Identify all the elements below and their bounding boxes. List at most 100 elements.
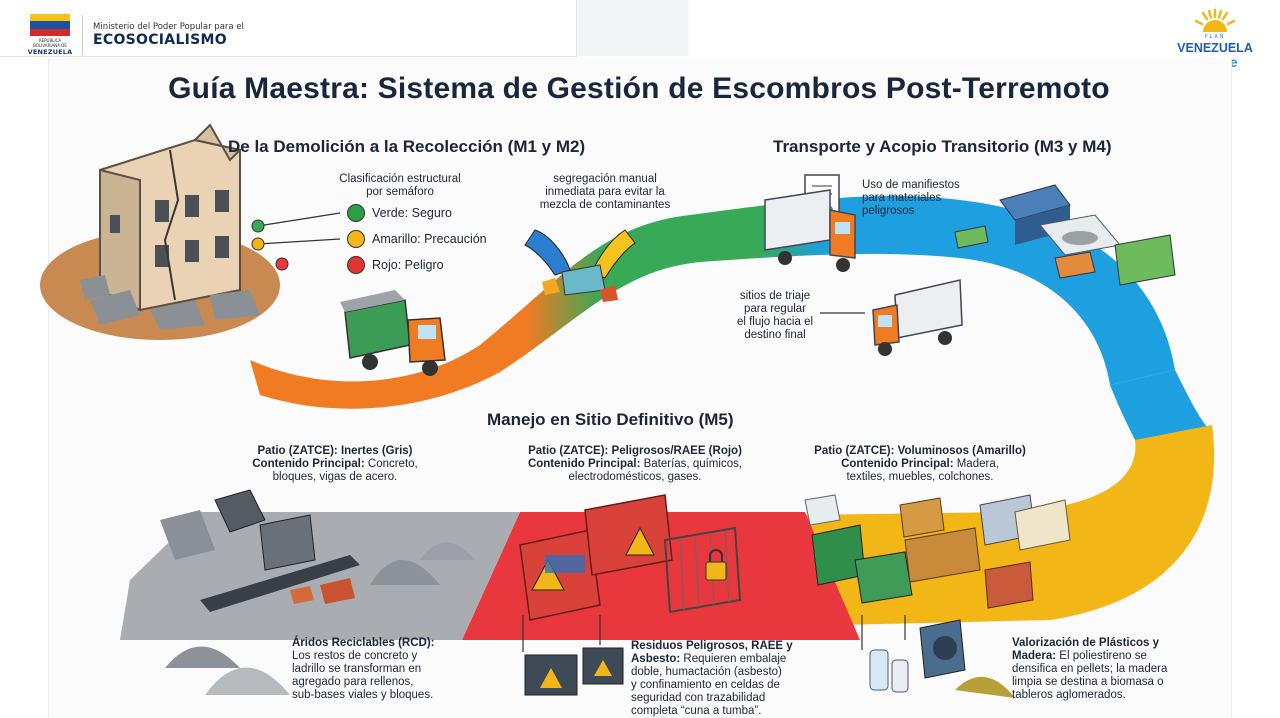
outcome-valorizacion-title2: Madera: — [1012, 650, 1057, 662]
ministry-divider — [82, 15, 83, 55]
outcome-peligrosos-title: Residuos Peligrosos, RAEE y — [631, 640, 793, 652]
ministry-country: VENEZUELA — [27, 48, 73, 56]
outcome-aridos: Áridos Reciclables (RCD): Los restos de … — [292, 637, 462, 702]
patio-inertes-line3: bloques, vigas de acero. — [272, 471, 398, 483]
aggregate-pile-1 — [165, 646, 240, 668]
outcome-valorizacion: Valorización de Plásticos y Madera: El p… — [1012, 637, 1192, 702]
segregation-line1: segregación manual — [553, 173, 657, 185]
outcome-aridos-line4: sub-bases viales y bloques. — [292, 689, 434, 701]
semaforo-heading-line2: por semáforo — [366, 186, 434, 198]
section-title-m1-m2: De la Demolición a la Recolección (M1 y … — [228, 137, 586, 156]
flow-ribbon-top — [250, 195, 1175, 409]
box-truck-icon-1 — [764, 189, 856, 272]
patio-peligrosos-content: Baterías, químicos, — [640, 458, 743, 470]
ministry-caption: REPÚBLICA BOLIVARIANA DE — [33, 38, 67, 48]
outcome-peligrosos-line5: completa “cuna a tumba”. — [631, 705, 762, 717]
ministry-header-bar — [0, 0, 577, 57]
dump-truck-icon — [340, 290, 446, 376]
locked-cage-icon — [663, 526, 742, 614]
damaged-building-icon — [80, 123, 260, 330]
sun-icon — [1194, 8, 1236, 32]
outcome-valorizacion-line4: tableros aglomerados. — [1012, 689, 1126, 701]
patio-peligrosos: Patio (ZATCE): Peligrosos/RAEE (Rojo) Co… — [505, 445, 765, 484]
outcome-aridos-line2: ladrillo se transforman en — [292, 663, 422, 675]
segregation-line2: inmediata para evitar la — [545, 186, 665, 198]
outcome-valorizacion-line3: limpia se destina a biomasa o — [1012, 676, 1164, 688]
outcome-peligrosos-line3: y confinamiento en celdas de — [631, 679, 780, 691]
ministry-name: Ministerio del Poder Popular para el ECO… — [93, 22, 244, 48]
patio-voluminosos-line3: textiles, muebles, colchones. — [846, 471, 994, 483]
patio-voluminosos-content-label: Contenido Principal: — [841, 458, 954, 470]
transit-yard-icon — [954, 184, 1176, 286]
patio-inertes-content: Concreto, — [364, 458, 418, 470]
box-truck-icon-2 — [872, 279, 963, 356]
segregation-note: segregación manual inmediata para evitar… — [520, 173, 690, 212]
semaforo-yellow-label: Amarillo: Precaución — [372, 232, 487, 246]
yellow-light-icon — [347, 230, 365, 248]
triage-line1: sitios de triaje — [739, 290, 811, 302]
green-light-icon — [347, 204, 365, 222]
semaforo-heading-line1: Clasificación estructural — [339, 173, 461, 185]
outcome-peligrosos-line2: doble, humactación (asbesto) — [631, 666, 782, 678]
logo-plan: PLAN — [1204, 34, 1226, 40]
ministry-logo: REPÚBLICA BOLIVARIANA DE VENEZUELA Minis… — [28, 14, 244, 56]
manifests-line2: para materiales — [862, 192, 942, 204]
wood-bales-icon — [899, 494, 1071, 609]
patio-peligrosos-title: Patio (ZATCE): Peligrosos/RAEE (Rojo) — [528, 445, 742, 457]
outcome-valorizacion-line1: El poliestireno se — [1056, 650, 1147, 662]
outcome-peligrosos-line1: Requieren embalaje — [680, 653, 787, 665]
gloved-hands-icon — [524, 229, 636, 302]
semaforo-red-label: Rojo: Peligro — [372, 258, 444, 272]
battery-connectors — [522, 615, 601, 652]
flow-ribbon-blue-down — [1110, 370, 1210, 440]
patio-inertes-title: Patio (ZATCE): Inertes (Gris) — [257, 445, 413, 457]
batteries-icon — [524, 647, 624, 696]
outcome-aridos-line3: agregado para rellenos, — [292, 676, 414, 688]
shredder-icon — [804, 494, 913, 604]
logo-venezuela: VENEZUELA — [1177, 41, 1253, 55]
ministry-line2: ECOSOCIALISMO — [93, 32, 227, 48]
hazard-containers-icon — [519, 494, 673, 621]
patio-voluminosos-title: Patio (ZATCE): Voluminosos (Amarillo) — [814, 445, 1026, 457]
semaforo-green-label: Verde: Seguro — [372, 206, 452, 220]
red-light-icon — [347, 256, 365, 274]
patio-peligrosos-content-label: Contenido Principal: — [527, 458, 641, 470]
triage-line4: destino final — [744, 329, 806, 341]
segregation-line3: mezcla de contaminantes — [539, 199, 671, 211]
outcome-aridos-line1: Los restos de concreto y — [292, 650, 418, 662]
outcome-aridos-title: Áridos Reciclables (RCD): — [292, 637, 435, 649]
patio-voluminosos: Patio (ZATCE): Voluminosos (Amarillo) Co… — [795, 445, 1045, 484]
venezuela-flag-block: REPÚBLICA BOLIVARIANA DE VENEZUELA — [28, 14, 72, 56]
semaforo-heading: Clasificación estructural por semáforo — [315, 173, 485, 199]
triage-note: sitios de triaje para regular el flujo h… — [720, 290, 830, 342]
section-title-m3-m4: Transporte y Acopio Transitorio (M3 y M4… — [773, 137, 1112, 156]
pellet-connectors — [861, 615, 906, 650]
ministry-line1: Ministerio del Poder Popular para el — [93, 22, 244, 32]
triage-line2: para regular — [743, 303, 806, 315]
outcome-peligrosos-title2: Asbesto: — [631, 653, 681, 665]
patio-peligrosos-line3: electrodomésticos, gases. — [568, 471, 702, 483]
venezuela-flag-icon — [30, 14, 70, 36]
building-status-dots — [251, 219, 289, 271]
patio-inertes-content-label: Contenido Principal: — [252, 458, 365, 470]
gravel-pile-1 — [370, 560, 440, 585]
outcome-peligrosos-line4: seguridad con trazabilidad — [631, 692, 766, 704]
patio-voluminosos-content: Madera, — [953, 458, 999, 470]
aggregate-pile-2 — [205, 667, 290, 695]
manifests-note: Uso de manifiestos para materiales pelig… — [862, 179, 992, 218]
outcome-peligrosos: Residuos Peligrosos, RAEE y Asbesto: Req… — [631, 640, 811, 718]
header-gap — [577, 0, 689, 56]
triage-line3: el flujo hacia el — [736, 316, 814, 328]
outcome-valorizacion-title: Valorización de Plásticos y — [1012, 637, 1160, 649]
gravel-pile-2 — [420, 542, 475, 560]
manifests-line1: Uso de manifiestos — [862, 179, 960, 191]
pellet-machine-icon — [869, 619, 1015, 698]
semaforo-connectors — [257, 212, 341, 245]
patio-inertes: Patio (ZATCE): Inertes (Gris) Contenido … — [220, 445, 450, 484]
crusher-conveyor-icon — [160, 489, 360, 612]
section-title-m5: Manejo en Sitio Definitivo (M5) — [487, 410, 734, 429]
outcome-valorizacion-line2: densifica en pellets; la madera — [1012, 663, 1168, 675]
manifests-line3: peligrosos — [862, 205, 915, 217]
page-title: Guía Maestra: Sistema de Gestión de Esco… — [168, 72, 1110, 105]
